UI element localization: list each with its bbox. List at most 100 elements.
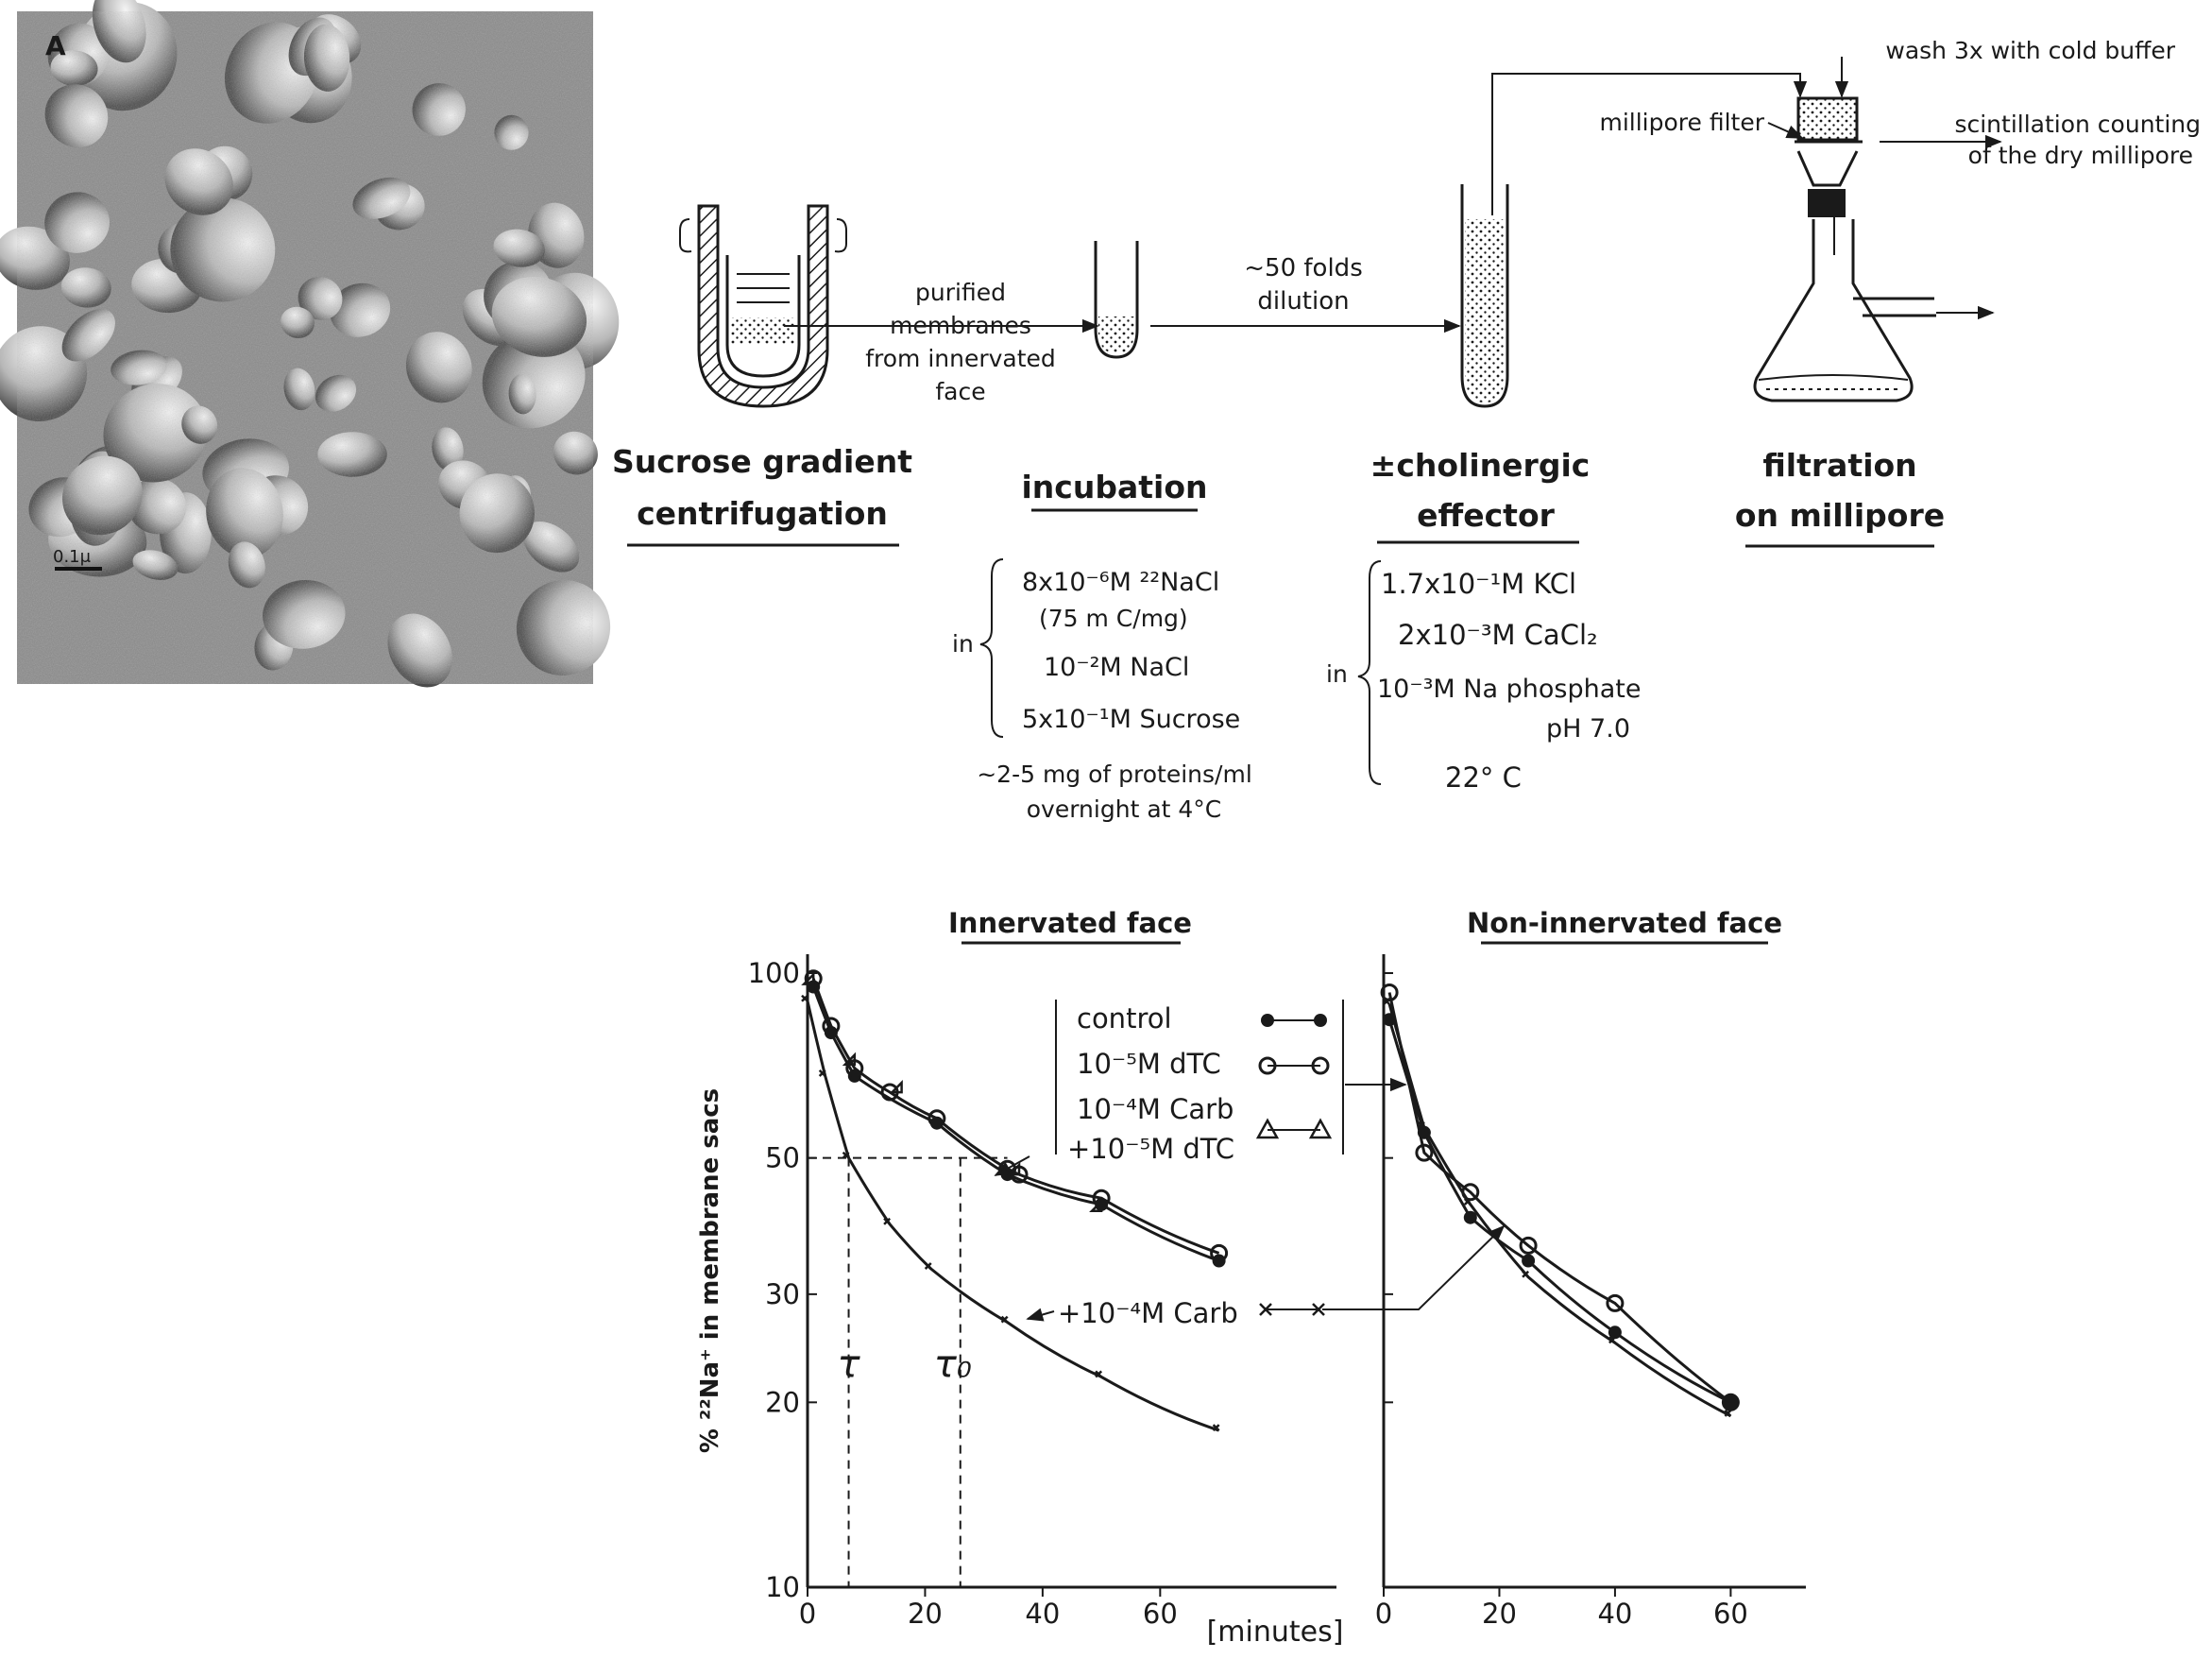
data-point (1606, 1293, 1625, 1312)
chart-title-innervated: Innervated face (948, 907, 1192, 939)
series-line (1387, 992, 1732, 1404)
filtration-title-1: filtration (1762, 447, 1916, 484)
data-point (1000, 1315, 1009, 1324)
data-point (1463, 1198, 1472, 1206)
data-point (1519, 1236, 1538, 1255)
membranes-label-1: purified (915, 279, 1006, 306)
centrifugation-title-1: Sucrose gradient (612, 443, 912, 480)
efflux-charts: Innervated face Non-innervated face % ²²… (696, 907, 1806, 1649)
data-point (1383, 998, 1391, 1005)
electron-micrograph: A 0.1μ (0, 0, 620, 688)
dilution-label-1: ~50 folds (1244, 254, 1362, 282)
data-point (924, 1262, 932, 1270)
x-tick-label: 40 (1597, 1598, 1632, 1630)
effector-condition-3: 10⁻³M Na phosphate (1377, 675, 1641, 704)
y-tick-label: 10 (765, 1571, 800, 1603)
scale-label: 0.1μ (53, 547, 92, 567)
incubation-note-2: overnight at 4°C (1027, 795, 1222, 823)
legend-marker (1311, 1056, 1330, 1075)
chart-legend: control 10⁻⁵M dTC 10⁻⁴M Carb +10⁻⁵M dTC … (994, 1000, 1506, 1329)
data-point (1608, 1336, 1616, 1344)
incubation-condition-1b: (75 m C/mg) (1039, 605, 1188, 632)
dilution-label-2: dilution (1257, 287, 1349, 316)
counting-label-1: scintillation counting (1954, 111, 2201, 138)
effector-condition-1: 1.7x10⁻¹M KCl (1381, 568, 1576, 600)
data-point (1724, 1409, 1732, 1417)
x-tick-label: 0 (799, 1598, 816, 1630)
incubation-condition-2: 10⁻²M NaCl (1044, 653, 1189, 682)
legend-marker (1258, 1056, 1277, 1075)
data-point (818, 1069, 826, 1077)
tau0-label: τ₀ (934, 1343, 972, 1386)
data-point (883, 1217, 892, 1225)
data-point (1463, 1210, 1477, 1224)
data-point (801, 971, 815, 985)
incubation-condition-1: 8x10⁻⁶M ²²NaCl (1022, 568, 1219, 597)
plot-innervated: 0 20 40 60 10 20 30 50 100 τ τ₀ (748, 954, 1336, 1630)
tau-label: τ (838, 1343, 861, 1386)
effector-condition-2: 2x10⁻³M CaCl₂ (1398, 619, 1598, 651)
incubation-conditions: in 8x10⁻⁶M ²²NaCl (75 m C/mg) 10⁻²M NaCl… (952, 558, 1252, 823)
data-point (1418, 1120, 1425, 1129)
chart-title-non-innervated: Non-innervated face (1467, 907, 1782, 939)
x-tick-label: 20 (908, 1598, 943, 1630)
y-tick-label: 50 (765, 1142, 800, 1174)
data-point (1522, 1270, 1530, 1278)
data-point (1210, 1243, 1229, 1262)
legend-dtc-label: 10⁻⁵M dTC (1077, 1048, 1221, 1080)
x-tick-label: 60 (1143, 1598, 1178, 1630)
data-point (822, 1017, 841, 1035)
data-point (1721, 1393, 1740, 1411)
protocol-diagram: purified membranes from innervated face … (612, 37, 2201, 823)
data-point (1089, 1198, 1103, 1213)
legend-marker (1255, 1118, 1280, 1139)
legend-carb-dtc-label-1: 10⁻⁴M Carb (1077, 1093, 1234, 1125)
legend-marker (1312, 1303, 1325, 1316)
series-line (811, 978, 1220, 1255)
effector-conditions: in 1.7x10⁻¹M KCl 2x10⁻³M CaCl₂ 10⁻³M Na … (1326, 560, 1641, 794)
data-point (801, 994, 808, 1002)
filtration-title-2: on millipore (1735, 497, 1945, 534)
y-tick-label: 20 (765, 1386, 800, 1418)
legend-marker (1261, 1014, 1274, 1027)
effector-in-label: in (1326, 660, 1348, 688)
data-point (1006, 1162, 1021, 1176)
incubation-tube-icon (1094, 241, 1139, 359)
legend-marker (1308, 1118, 1333, 1139)
x-tick-label: 0 (1375, 1598, 1392, 1630)
effector-condition-3b: pH 7.0 (1546, 714, 1630, 744)
effector-title-1: ±cholinergic (1370, 447, 1591, 484)
incubation-note-1: ~2-5 mg of proteins/ml (977, 761, 1252, 788)
incubation-condition-3: 5x10⁻¹M Sucrose (1022, 705, 1240, 734)
data-point (1522, 1254, 1536, 1268)
y-tick-label: 30 (765, 1278, 800, 1310)
wash-label: wash 3x with cold buffer (1885, 37, 2175, 64)
y-tick-label: 100 (748, 957, 800, 989)
data-point (1415, 1143, 1434, 1162)
legend-markers (1255, 1014, 1333, 1316)
panel-letter: A (45, 30, 66, 61)
millipore-filter-label: millipore filter (1599, 109, 1764, 136)
membranes-label-4: face (935, 378, 985, 405)
data-point (1095, 1370, 1103, 1378)
legend-carb-label: +10⁻⁴M Carb (1058, 1297, 1238, 1329)
data-point (1212, 1424, 1220, 1432)
legend-carb-dtc-label-2: +10⁻⁵M dTC (1067, 1133, 1234, 1165)
incubation-in-label: in (952, 630, 974, 658)
incubation-title: incubation (1021, 469, 1207, 505)
centrifugation-title-2: centrifugation (637, 495, 888, 532)
effector-title-2: effector (1417, 497, 1556, 534)
x-tick-label: 40 (1025, 1598, 1060, 1630)
effector-tube-icon (1460, 184, 1509, 408)
data-point (1608, 1325, 1622, 1340)
data-point (927, 1109, 946, 1128)
x-tick-label: 60 (1713, 1598, 1748, 1630)
filtration-flask-icon (1753, 96, 1995, 402)
data-point (804, 969, 823, 988)
data-point (842, 1052, 857, 1067)
legend-control-label: control (1077, 1002, 1172, 1035)
centrifuge-holder-icon (679, 204, 847, 408)
effector-condition-4: 22° C (1445, 761, 1522, 794)
